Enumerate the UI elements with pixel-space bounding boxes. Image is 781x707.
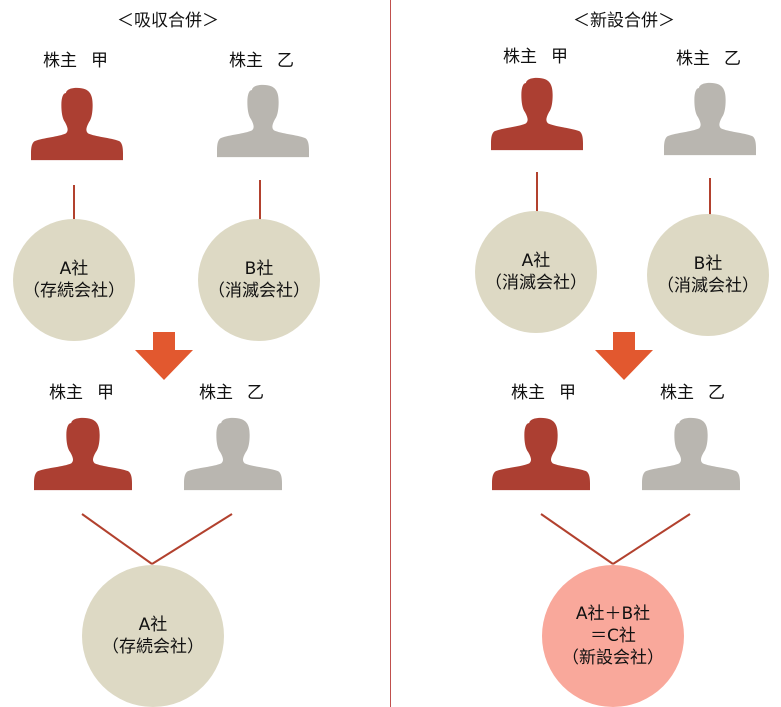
shareholder-b-icon xyxy=(184,417,282,491)
connector-line xyxy=(540,513,614,565)
shareholder-label-text: 株主 xyxy=(511,383,545,403)
panel-divider xyxy=(390,0,391,707)
shareholder-name: 甲 xyxy=(551,47,568,67)
shareholder-a-label: 株主甲 xyxy=(43,46,108,71)
shareholder-name: 乙 xyxy=(708,383,725,403)
shareholder-b-label: 株主乙 xyxy=(199,378,264,403)
company-a-circle: A社 （消滅会社） xyxy=(475,211,597,333)
company-role: （存続会社） xyxy=(102,637,204,657)
new-company-circle: A社＋B社 ＝C社 （新設会社） xyxy=(542,565,684,707)
shareholder-a-icon xyxy=(34,417,132,491)
company-role: （消滅会社） xyxy=(485,273,587,293)
connector-line xyxy=(81,513,153,565)
connector-line xyxy=(612,513,691,565)
left-panel-heading: ＜吸収合併＞ xyxy=(117,11,219,31)
shareholder-label-text: 株主 xyxy=(503,47,537,67)
company-name-result: ＝C社 xyxy=(590,626,636,646)
shareholder-a-icon xyxy=(491,77,583,151)
connector-line xyxy=(151,513,233,565)
shareholder-b-label: 株主乙 xyxy=(229,46,294,71)
shareholder-a-icon xyxy=(492,417,590,491)
company-name: A社 xyxy=(138,615,168,635)
shareholder-label-text: 株主 xyxy=(43,51,77,71)
shareholder-name: 甲 xyxy=(559,383,576,403)
company-name: A社＋B社 xyxy=(575,604,651,624)
shareholder-name: 甲 xyxy=(91,51,108,71)
shareholder-label-text: 株主 xyxy=(676,49,710,69)
shareholder-name: 乙 xyxy=(724,49,741,69)
company-name: A社 xyxy=(59,259,89,279)
company-b-circle: B社 （消滅会社） xyxy=(647,214,769,336)
shareholder-b-icon xyxy=(664,82,756,156)
company-name: A社 xyxy=(521,251,551,271)
down-arrow-icon xyxy=(135,332,193,380)
shareholder-label-text: 株主 xyxy=(199,383,233,403)
right-panel-heading: ＜新設合併＞ xyxy=(573,11,675,31)
shareholder-b-label: 株主乙 xyxy=(676,44,741,69)
shareholder-label-text: 株主 xyxy=(229,51,263,71)
company-name: B社 xyxy=(244,259,274,279)
shareholder-a-label: 株主甲 xyxy=(49,378,114,403)
shareholder-name: 乙 xyxy=(247,383,264,403)
merged-company-circle: A社 （存続会社） xyxy=(82,565,224,707)
company-role: （存続会社） xyxy=(23,281,125,301)
shareholder-b-label: 株主乙 xyxy=(660,378,725,403)
shareholder-a-label: 株主甲 xyxy=(511,378,576,403)
company-b-circle: B社 （消滅会社） xyxy=(198,219,320,341)
down-arrow-icon xyxy=(595,332,653,380)
shareholder-name: 甲 xyxy=(97,383,114,403)
company-role: （消滅会社） xyxy=(657,276,759,296)
shareholder-name: 乙 xyxy=(277,51,294,71)
shareholder-b-icon xyxy=(217,84,309,158)
shareholder-a-label: 株主甲 xyxy=(503,42,568,67)
shareholder-label-text: 株主 xyxy=(49,383,83,403)
shareholder-label-text: 株主 xyxy=(660,383,694,403)
company-role: （新設会社） xyxy=(562,648,664,668)
company-name: B社 xyxy=(693,254,723,274)
company-a-circle: A社 （存続会社） xyxy=(13,219,135,341)
shareholder-a-icon xyxy=(31,87,123,161)
shareholder-b-icon xyxy=(642,417,740,491)
company-role: （消滅会社） xyxy=(208,281,310,301)
